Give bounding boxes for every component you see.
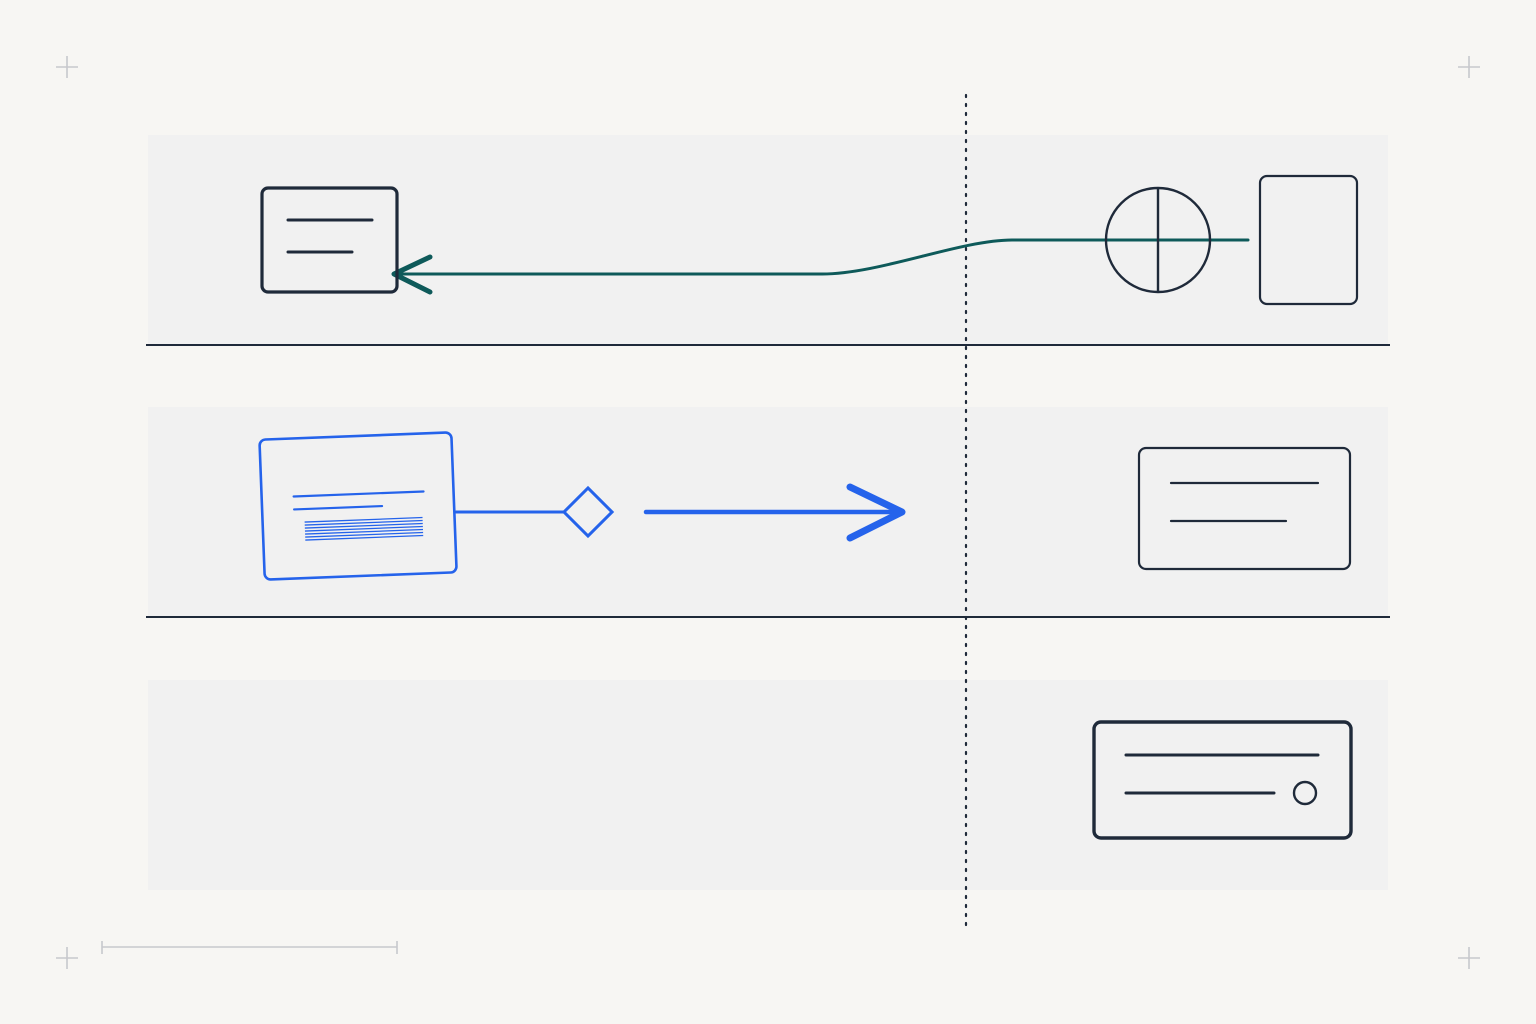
crosshair-icon — [56, 56, 78, 78]
diamond-gateway-icon — [561, 485, 615, 539]
crossed-circle-junction-icon — [1104, 186, 1212, 294]
scale-bar — [101, 941, 398, 954]
text-card-node — [260, 186, 399, 294]
crosshair-icon — [56, 947, 78, 969]
document-card-node — [258, 431, 458, 581]
crosshair-icon — [1458, 56, 1480, 78]
text-line — [292, 490, 425, 498]
forward-flow-arrowhead-icon — [846, 483, 906, 542]
return-flow-arrowhead-icon — [391, 254, 433, 295]
return-flow-connector — [396, 238, 1250, 276]
crosshair-icon — [1458, 947, 1480, 969]
hatched-text-block — [304, 516, 424, 541]
swimlane-3 — [148, 680, 1388, 890]
text-line — [293, 504, 384, 511]
radio-circle-icon — [1292, 780, 1318, 806]
input-field-card-node — [1092, 720, 1353, 840]
detail-card-node — [1137, 446, 1352, 571]
corner-crosshairs — [56, 56, 1480, 969]
empty-panel-node — [1258, 174, 1359, 306]
